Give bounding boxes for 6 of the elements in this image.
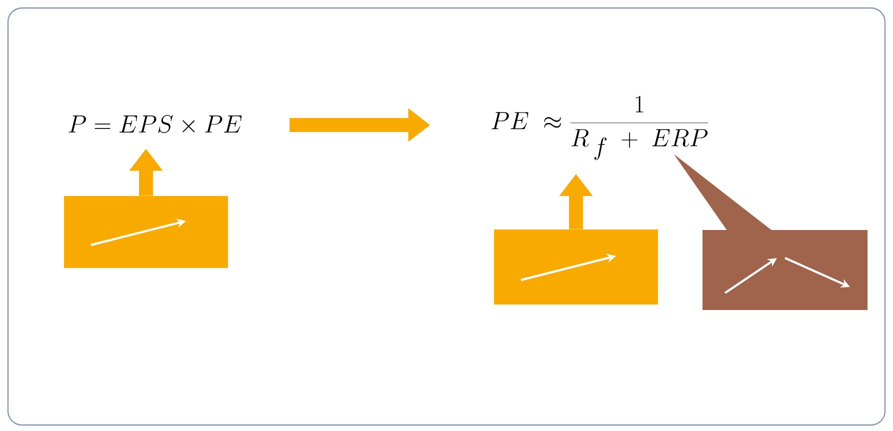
formula: $PE\;\approx \frac{1}{R_{\,f}\;+\;ERP}$: [492, 96, 708, 160]
formula: $P=EPS\times PE$: [68, 114, 242, 133]
callout-pointer: [674, 154, 772, 231]
callout-box: [494, 230, 658, 304]
callout-box: [64, 196, 228, 268]
callout-box: [702, 230, 868, 310]
